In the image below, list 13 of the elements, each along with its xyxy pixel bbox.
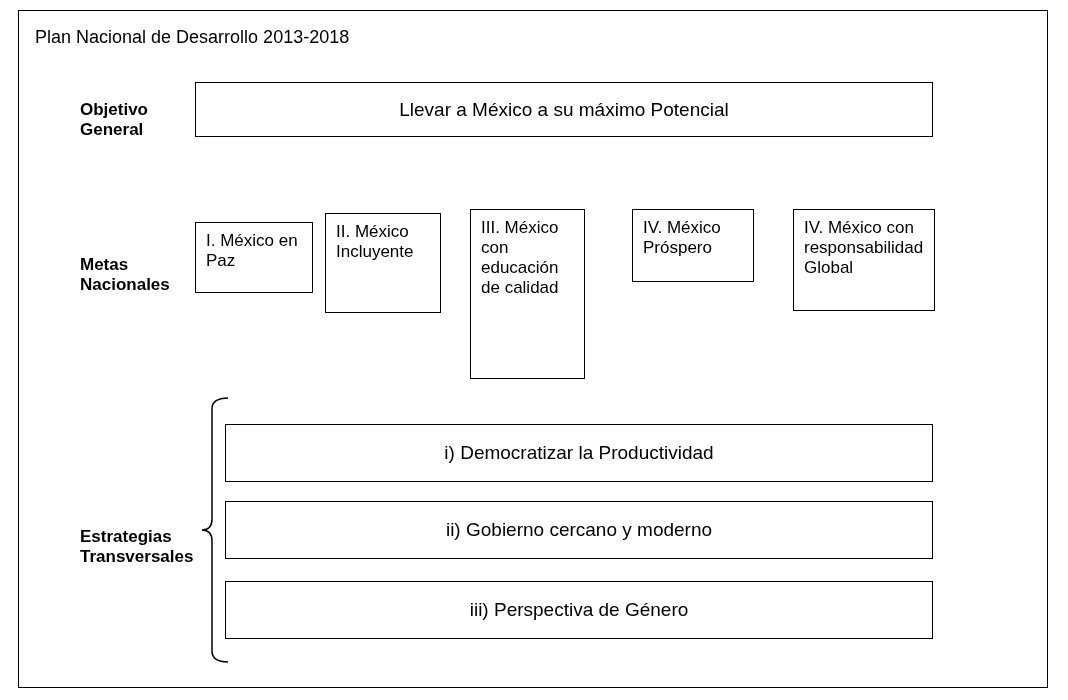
strategy-box: iii) Perspectiva de Género xyxy=(225,581,933,639)
goal-box: III. México con educación de calidad xyxy=(470,209,585,379)
strategy-box: i) Democratizar la Productividad xyxy=(225,424,933,482)
goal-box: IV. México con responsabilidad Global xyxy=(793,209,935,311)
goal-box: I. México en Paz xyxy=(195,222,313,293)
row-label: Objetivo General xyxy=(80,100,149,140)
goal-box: II. México Incluyente xyxy=(325,213,441,313)
strategy-box: ii) Gobierno cercano y moderno xyxy=(225,501,933,559)
goal-box: Llevar a México a su máximo Potencial xyxy=(195,82,933,137)
row-label: Metas Nacionales xyxy=(80,255,171,295)
diagram-title: Plan Nacional de Desarrollo 2013-2018 xyxy=(35,27,350,48)
goal-box: IV. México Próspero xyxy=(632,209,754,282)
row-label: Estrategias Transversales xyxy=(80,527,195,567)
